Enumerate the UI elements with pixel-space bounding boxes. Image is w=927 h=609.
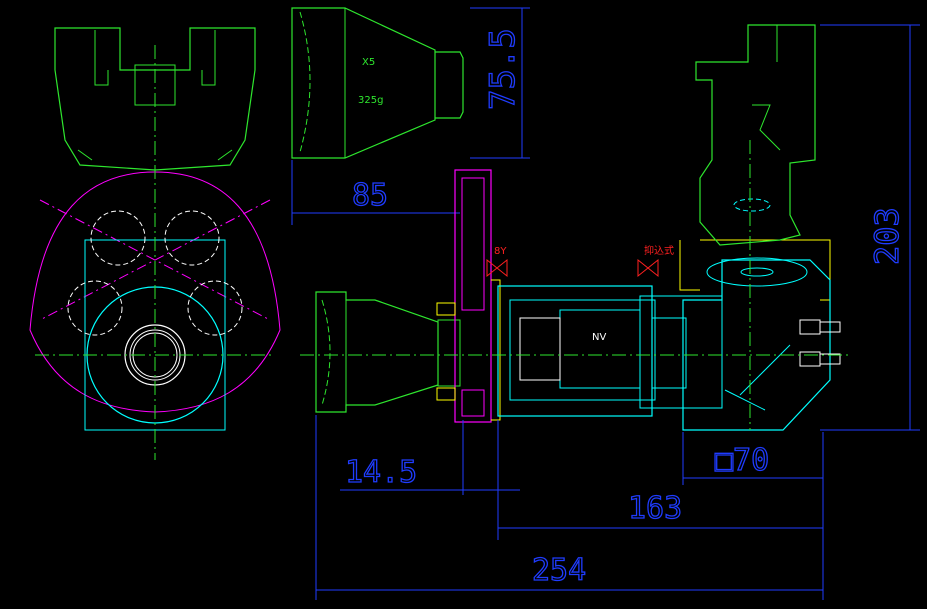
- dim-eyepiece-dia: 85: [352, 178, 388, 213]
- dim-mount-offset: 14.5: [345, 455, 417, 490]
- eyepiece-model: X5: [362, 57, 375, 68]
- dim-body-length: 163: [628, 491, 682, 526]
- prism-lens: [706, 257, 808, 287]
- valve-right: 抑込式: [637, 244, 674, 278]
- dim-total-length: 254: [532, 553, 586, 588]
- valve-left: 8Y: [486, 246, 508, 278]
- right-body: [695, 24, 816, 246]
- eyepiece-outline: [291, 7, 464, 159]
- dim-height: 203: [868, 207, 906, 265]
- right-housing: [682, 259, 831, 431]
- camera-body: [497, 285, 653, 417]
- eyepiece-weight: 325g: [358, 95, 383, 106]
- dimensions: [315, 24, 920, 600]
- front-body-outline: [54, 27, 256, 171]
- front-mirror-outline: [29, 171, 281, 413]
- front-view: [29, 27, 281, 460]
- valve-left-label: 8Y: [494, 246, 507, 257]
- dim-eyepiece-length: 75.5: [483, 28, 523, 110]
- valve-right-label: 抑込式: [644, 244, 674, 257]
- camera-label: NV: [592, 332, 606, 343]
- front-body-inner: [77, 30, 233, 161]
- dim-housing-square: □70: [715, 443, 769, 478]
- section-eyepiece: [315, 291, 439, 413]
- eyepiece-view: X5 325g 75.5 85: [291, 7, 530, 225]
- mirror-housing: [454, 169, 492, 423]
- section-view: NV 8Y 抑込式: [300, 24, 850, 431]
